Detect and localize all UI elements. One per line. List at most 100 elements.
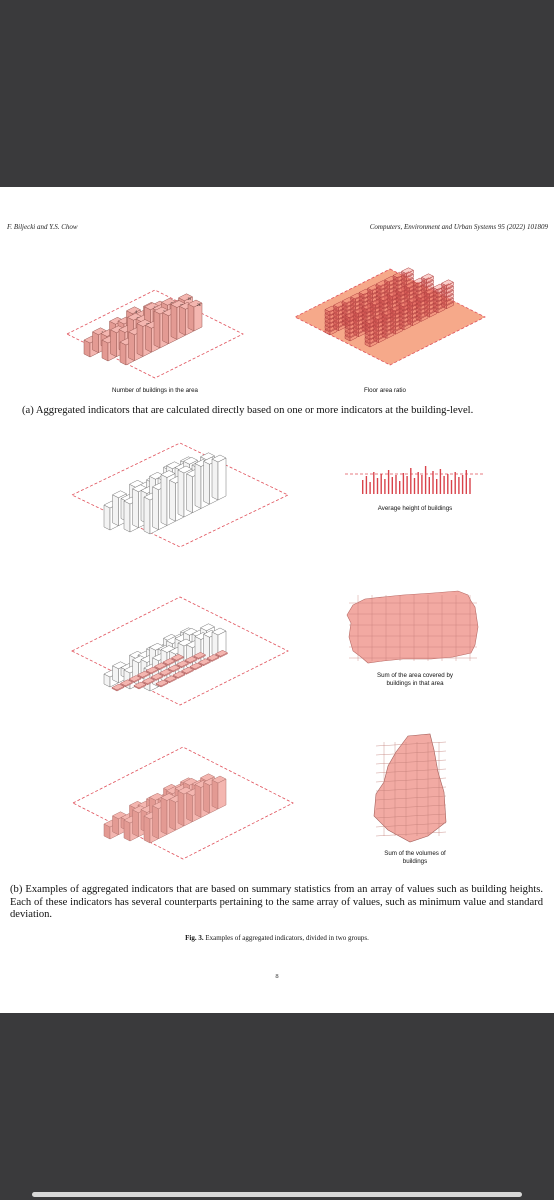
height-bar xyxy=(391,477,393,494)
building-block xyxy=(187,299,203,332)
floor-slab xyxy=(420,273,435,284)
floor-slab xyxy=(381,329,395,339)
stack-line xyxy=(375,759,447,765)
stack-line xyxy=(375,831,447,837)
floor-slab xyxy=(432,303,446,314)
height-bar xyxy=(447,474,449,494)
footprint-tile xyxy=(170,653,185,662)
label-sum-area-line2: buildings in that area xyxy=(386,679,444,687)
building-block xyxy=(211,775,227,810)
stack-line xyxy=(375,822,447,828)
height-bar xyxy=(413,478,416,494)
label-sum-area-line1: Sum of the area covered by xyxy=(376,672,453,679)
label-average-height: Average height of buildings xyxy=(377,505,453,512)
figure-buildings-outline-height xyxy=(71,442,289,548)
figure-number-of-buildings: 1234567891011121314151617181920212223242… xyxy=(66,289,244,379)
footprint-tile xyxy=(189,662,203,671)
height-bar xyxy=(362,480,364,494)
footprint-tile xyxy=(145,666,159,675)
height-bar xyxy=(436,479,438,494)
height-bar xyxy=(417,472,419,494)
footprint-tile xyxy=(184,656,198,664)
figure-average-height-bars xyxy=(345,466,485,494)
floor-slab xyxy=(440,279,455,290)
height-bar xyxy=(458,477,460,494)
floor-slab xyxy=(400,267,415,278)
label-floor-area-ratio: Floor area ratio xyxy=(364,387,406,394)
footprint-tile xyxy=(119,679,134,688)
building-block xyxy=(211,454,227,501)
footprint-tile xyxy=(150,673,164,681)
building-number-label: 19 xyxy=(188,297,192,301)
stack-line xyxy=(375,795,447,801)
paper-page: F. Biljecki and Y.S. Chow Computers, Env… xyxy=(0,187,554,1013)
footprint-tile xyxy=(206,654,220,662)
footprint-tile xyxy=(133,681,147,690)
home-indicator[interactable] xyxy=(32,1192,522,1197)
floor-slab xyxy=(352,327,367,338)
footprint-tile xyxy=(162,658,176,666)
floor-slab xyxy=(440,299,455,310)
figure-floor-area-ratio xyxy=(294,267,486,366)
label-sum-volume: Sum of the volumes of buildings xyxy=(365,850,465,865)
floor-slab xyxy=(420,277,435,288)
height-bar xyxy=(380,474,382,494)
height-bar xyxy=(432,471,434,494)
height-bar xyxy=(387,470,390,494)
building-block xyxy=(211,627,227,658)
label-number-of-buildings: Number of buildings in the area xyxy=(112,387,198,394)
building-number-label: 6 xyxy=(136,310,138,314)
height-bar xyxy=(450,480,453,494)
footprint-tile xyxy=(172,671,186,679)
figure-caption-text: Examples of aggregated indicators, divid… xyxy=(205,934,369,942)
height-bar xyxy=(399,481,401,494)
label-sum-volume-line2: buildings xyxy=(402,857,428,865)
figure-label: Fig. 3. xyxy=(185,934,204,942)
footprint-tile xyxy=(153,662,168,671)
height-bar xyxy=(406,476,408,494)
label-sum-volume-line1: Sum of the volumes of xyxy=(384,850,446,857)
footprint-tile xyxy=(136,670,151,679)
height-bar xyxy=(402,473,405,494)
height-bar xyxy=(454,472,456,494)
floor-slab xyxy=(440,291,455,302)
stack-line xyxy=(375,750,447,756)
figure-sum-area-footprint xyxy=(346,590,479,664)
height-bar xyxy=(373,472,375,494)
height-bar xyxy=(461,475,464,494)
footprint-tile xyxy=(197,658,212,667)
area-polygon xyxy=(346,590,479,664)
floor-slab xyxy=(398,320,412,331)
floor-slab xyxy=(324,325,338,336)
label-sum-area: Sum of the area covered by buildings in … xyxy=(355,672,475,687)
building-number-label: 28 xyxy=(197,303,201,307)
figure-buildings-volumes xyxy=(72,746,294,860)
height-bar xyxy=(465,470,467,494)
height-bar xyxy=(369,482,371,494)
stack-line xyxy=(375,777,447,783)
footprint-tile xyxy=(128,675,142,683)
caption-panel-a: (a) Aggregated indicators that are calcu… xyxy=(22,405,474,416)
footprint-tile xyxy=(180,666,195,675)
figure-buildings-footprints xyxy=(71,596,289,706)
height-bar xyxy=(384,479,386,494)
volume-stack xyxy=(373,733,447,843)
height-bar xyxy=(424,466,427,494)
footprint-tile xyxy=(167,664,181,673)
floor-slab xyxy=(332,321,347,332)
floor-slab xyxy=(440,283,455,294)
height-bar xyxy=(443,476,445,494)
stack-line xyxy=(375,813,447,819)
height-bar xyxy=(365,476,368,494)
floor-slab xyxy=(372,333,387,344)
figure-caption: Fig. 3. Examples of aggregated indicator… xyxy=(0,934,554,942)
stack-line xyxy=(375,741,447,747)
footprint-tile xyxy=(192,651,207,660)
height-bar xyxy=(421,475,423,494)
height-bar xyxy=(395,475,397,494)
height-bar xyxy=(439,469,442,494)
floor-slab xyxy=(406,316,421,327)
footprint-tile xyxy=(214,649,229,658)
footprint-tile xyxy=(111,683,125,692)
height-bar xyxy=(410,468,412,494)
